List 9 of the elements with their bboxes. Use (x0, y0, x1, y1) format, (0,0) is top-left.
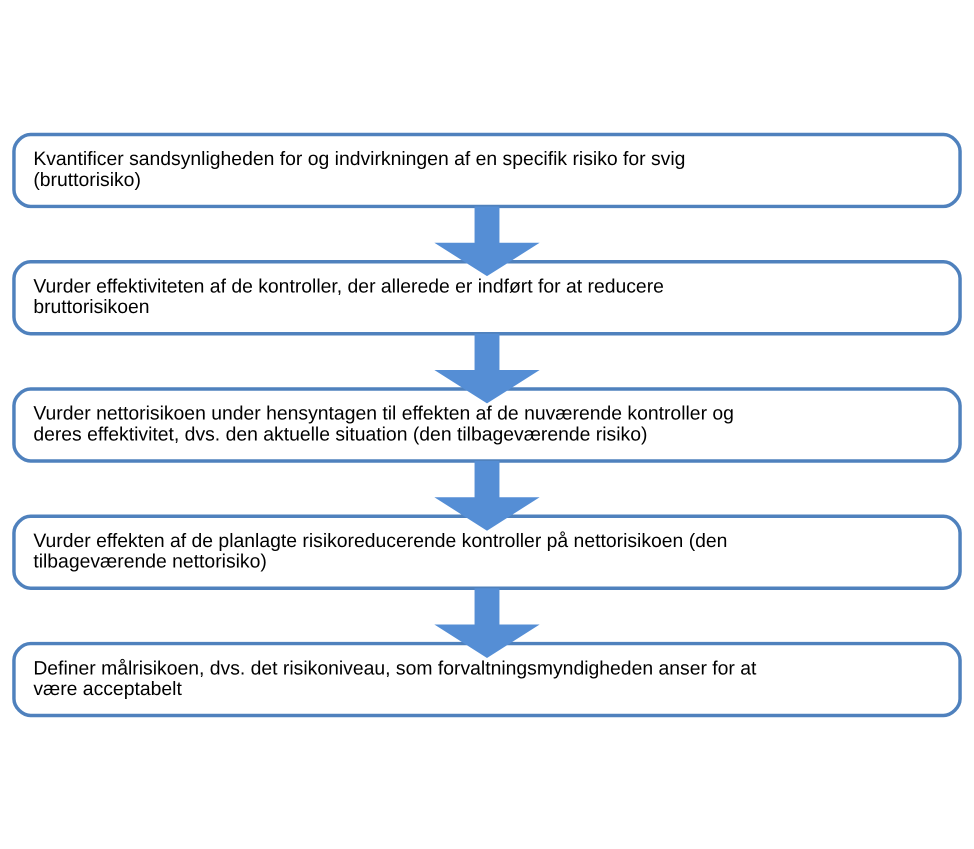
node-box: Vurder effekten af de planlagte risikoreducerende kontroller på nettorisikoen (den tilbageværende nettorisiko) (12, 514, 962, 590)
arrow (434, 333, 540, 403)
arrow (434, 460, 540, 530)
node-box: Definer målrisikoen, dvs. det risikoniveau, som forvaltningsmyndigheden anser for at være acceptabelt (12, 641, 962, 717)
node-box: Vurder effektiviteten af de kontroller, der allerede er indført for at reducere bruttorisikoen (12, 260, 962, 335)
node-box: Vurder nettorisikoen under hensyntagen til effekten af de nuværende kontroller og deres effektivitet, dvs. den aktuelle situation (den tilbageværende risiko) (12, 386, 962, 462)
arrow (434, 206, 540, 276)
arrow (434, 588, 540, 658)
node-box: Kvantificer sandsynligheden for og indvirkningen af en specifik risiko for svig (bruttorisiko) (12, 132, 962, 208)
